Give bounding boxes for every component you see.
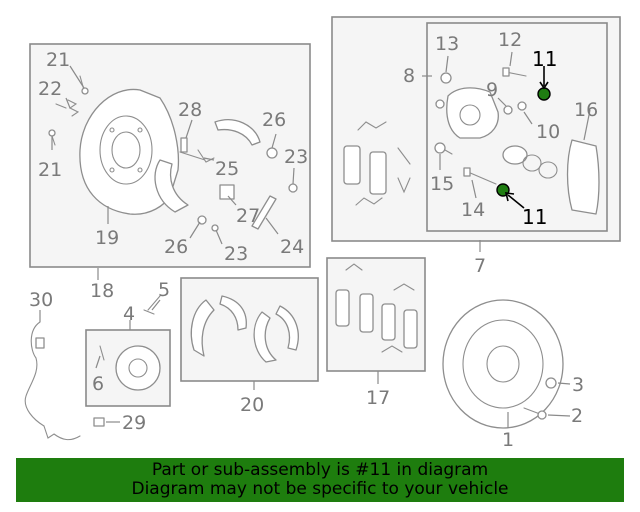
parking-shoe-upper bbox=[214, 119, 261, 146]
leader-lines bbox=[39, 51, 591, 428]
lever-24 bbox=[251, 195, 277, 230]
callout-18: 18 bbox=[90, 280, 114, 302]
callout-16: 16 bbox=[574, 99, 598, 121]
pad-set-17 bbox=[335, 263, 418, 353]
pad-clip-left bbox=[355, 121, 387, 206]
info-banner: Part or sub-assembly is #11 in diagram D… bbox=[16, 458, 624, 502]
callout-23-top: 23 bbox=[284, 146, 308, 168]
nut-23-top bbox=[288, 183, 298, 193]
brake-pad-left bbox=[343, 145, 387, 195]
callout-30: 30 bbox=[29, 289, 53, 311]
callout-23-bottom: 23 bbox=[224, 243, 248, 265]
callout-11-top: 11 bbox=[532, 47, 557, 71]
callout-21-bottom: 21 bbox=[38, 159, 62, 181]
parts-diagram: 21 22 21 19 28 25 26 23 27 24 26 23 18 8… bbox=[24, 16, 621, 451]
bolt-2 bbox=[523, 407, 547, 420]
callout-28: 28 bbox=[178, 99, 202, 121]
nut-23-bottom bbox=[211, 224, 219, 232]
backing-plate-19 bbox=[79, 88, 180, 215]
highlighted-part-11-bottom bbox=[496, 183, 510, 197]
callout-27: 27 bbox=[236, 205, 260, 227]
bolt-13 bbox=[440, 72, 452, 84]
banner-line-2: Diagram may not be specific to your vehi… bbox=[131, 479, 509, 499]
callout-14: 14 bbox=[461, 199, 485, 221]
callout-26-top: 26 bbox=[262, 109, 286, 131]
cap-10 bbox=[517, 101, 527, 111]
callout-7: 7 bbox=[474, 255, 486, 277]
wear-sensor-wire bbox=[397, 147, 411, 194]
clip-26-top bbox=[266, 147, 278, 159]
callout-15: 15 bbox=[430, 173, 454, 195]
callout-19: 19 bbox=[95, 227, 119, 249]
callout-11-bottom: 11 bbox=[522, 205, 547, 229]
callout-6: 6 bbox=[92, 373, 104, 395]
callout-24: 24 bbox=[280, 236, 304, 258]
parking-shoe-right-20 bbox=[253, 305, 299, 363]
adjuster-28 bbox=[179, 137, 206, 161]
callout-21-top: 21 bbox=[46, 49, 70, 71]
leader-lines-highlight bbox=[504, 66, 549, 209]
callout-5: 5 bbox=[158, 279, 170, 301]
callout-4: 4 bbox=[123, 303, 135, 325]
callout-22: 22 bbox=[38, 78, 62, 100]
callout-10: 10 bbox=[536, 121, 560, 143]
bleeder-9 bbox=[503, 105, 513, 115]
sensor-29 bbox=[93, 417, 105, 427]
callout-3: 3 bbox=[572, 374, 584, 396]
bracket-27 bbox=[219, 184, 235, 200]
callout-13: 13 bbox=[435, 33, 459, 55]
bolt-5 bbox=[143, 295, 161, 315]
bolt-14 bbox=[463, 167, 497, 185]
callout-25: 25 bbox=[215, 158, 239, 180]
callout-2: 2 bbox=[571, 405, 583, 427]
bolt-15 bbox=[434, 142, 453, 155]
callout-29: 29 bbox=[122, 412, 146, 434]
callout-8: 8 bbox=[403, 65, 415, 87]
piston bbox=[502, 145, 558, 179]
banner-line-1: Part or sub-assembly is #11 in diagram bbox=[151, 460, 489, 480]
callout-9: 9 bbox=[486, 79, 498, 101]
caliper-8 bbox=[435, 87, 499, 139]
highlighted-part-11-top bbox=[537, 87, 551, 101]
rotor-1 bbox=[442, 299, 564, 429]
shoe-small-19 bbox=[154, 159, 189, 213]
callout-12: 12 bbox=[498, 29, 522, 51]
screw-3 bbox=[545, 377, 557, 389]
parking-shoe-left-20 bbox=[190, 295, 247, 357]
caliper-bracket-16 bbox=[566, 139, 600, 215]
bolt-6 bbox=[99, 345, 105, 361]
callout-26-bottom: 26 bbox=[164, 236, 188, 258]
callout-17: 17 bbox=[366, 387, 390, 409]
callout-1: 1 bbox=[502, 429, 514, 451]
abs-sensor-30 bbox=[24, 321, 81, 441]
callout-20: 20 bbox=[240, 394, 264, 416]
bolt-12 bbox=[502, 67, 527, 77]
hub-4 bbox=[115, 345, 161, 391]
